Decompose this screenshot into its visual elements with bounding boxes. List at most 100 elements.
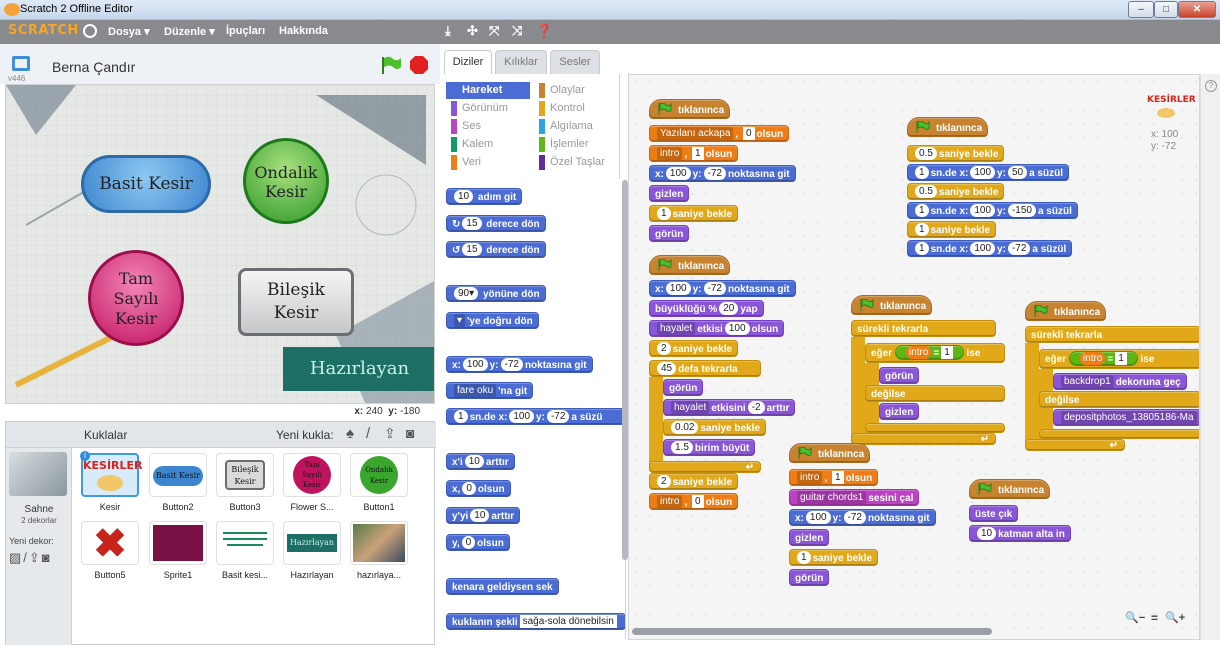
minimize-button[interactable]: –	[1128, 1, 1154, 18]
palette-goto-block[interactable]: fare oku'na git	[446, 382, 534, 399]
category-9[interactable]: Veri	[446, 154, 530, 171]
turn-left-degrees[interactable]: 15	[462, 243, 482, 256]
glide-seconds[interactable]: 1	[915, 242, 929, 255]
switch-backdrop-block[interactable]: depositphotos_13805186-Ma	[1053, 409, 1199, 426]
backdrop-dropdown[interactable]: depositphotos_13805186-Ma	[1061, 411, 1197, 424]
glide-y-value[interactable]: 50	[1007, 166, 1028, 179]
sound-dropdown[interactable]: guitar chords1	[797, 491, 867, 504]
glide-x-value[interactable]: 100	[509, 410, 535, 423]
close-button[interactable]: ✕	[1178, 1, 1216, 18]
zoom-in-button[interactable]: 🔍+	[1165, 612, 1186, 624]
move-steps[interactable]: 10	[454, 190, 474, 203]
hide-block[interactable]: gizlen	[789, 529, 830, 546]
x-value[interactable]: 100	[665, 282, 691, 295]
help-icon[interactable]: ❓	[536, 23, 553, 38]
wait-seconds[interactable]: 0.5	[915, 147, 937, 160]
when-flag-clicked-hat[interactable]: tıklanınca	[649, 255, 731, 275]
when-flag-clicked-hat[interactable]: tıklanınca	[969, 479, 1051, 499]
hide-block[interactable]: gizlen	[879, 403, 920, 420]
zoom-reset-button[interactable]: =	[1151, 611, 1159, 625]
show-block[interactable]: görün	[789, 569, 830, 586]
rotation-style-dropdown[interactable]: sağa-sola dönebilsin	[519, 615, 617, 628]
goto-target-dropdown[interactable]: fare oku	[454, 384, 497, 397]
effect-dropdown[interactable]: hayalet	[657, 322, 696, 335]
scratch-logo[interactable]: SCRATCH	[8, 23, 79, 38]
effect-dropdown[interactable]: hayalet	[671, 401, 710, 414]
when-flag-clicked-hat[interactable]: tıklanınca	[851, 295, 933, 315]
category-2[interactable]: Olaylar	[534, 82, 618, 99]
effect-value[interactable]: 100	[724, 322, 750, 335]
glide-x-value[interactable]: 100	[970, 242, 996, 255]
palette-turn-left-block[interactable]: ↺15 derece dön	[446, 241, 546, 258]
paint-sprite-icon[interactable]: /	[366, 425, 371, 442]
palette-move-block[interactable]: 10 adım git	[446, 188, 523, 205]
hazirlayan-button-art[interactable]: Hazırlayan	[283, 347, 434, 391]
when-flag-clicked-hat[interactable]: tıklanınca	[649, 99, 731, 119]
backdrop-dropdown[interactable]: backdrop1	[1061, 375, 1114, 388]
variable-dropdown[interactable]: intro	[657, 147, 683, 160]
wait-seconds[interactable]: 0.5	[915, 185, 937, 198]
variable-dropdown[interactable]: Yazılanı ackapa	[657, 127, 734, 140]
sprite-tile-button2[interactable]: Basit Kesir Button2	[146, 450, 210, 514]
wait-seconds[interactable]: 1	[915, 223, 929, 236]
tab-costumes[interactable]: Kılıklar	[495, 50, 547, 74]
towards-dropdown[interactable]: ▾	[454, 314, 466, 327]
if-else-block[interactable]: eğer intro=1 ise	[1039, 349, 1199, 369]
wait-seconds[interactable]: 1	[797, 551, 811, 564]
category-6[interactable]: Algılama	[534, 118, 618, 135]
camera-sprite-icon[interactable]: ◙	[406, 425, 415, 441]
menu-tips[interactable]: İpuçları	[226, 25, 266, 37]
sprite-tile-kesir[interactable]: KESİRLER i Kesir	[78, 450, 143, 514]
equals-operator[interactable]: intro=1	[894, 345, 964, 360]
scripts-horizontal-scrollbar[interactable]	[632, 628, 992, 635]
duplicate-icon[interactable]: ⤓	[445, 23, 451, 38]
x-value[interactable]: 100	[805, 511, 831, 524]
menu-about[interactable]: Hakkında	[279, 25, 328, 37]
wait-seconds[interactable]: 1	[657, 207, 671, 220]
glide-seconds[interactable]: 1	[915, 166, 929, 179]
variable-dropdown[interactable]: intro	[797, 471, 823, 484]
size-value[interactable]: 20	[719, 302, 739, 315]
y-value[interactable]: -72	[703, 167, 726, 180]
compare-value[interactable]: 1	[1115, 352, 1127, 365]
glide-x-value[interactable]: 100	[970, 204, 996, 217]
intro-reporter[interactable]: intro	[1079, 352, 1106, 365]
category-1[interactable]: Hareket	[446, 82, 530, 99]
palette-bounce-block[interactable]: kenara geldiysen sek	[446, 578, 559, 595]
wait-seconds[interactable]: 2	[657, 475, 671, 488]
effect-value[interactable]: -2	[747, 401, 765, 414]
y-value[interactable]: -72	[843, 511, 866, 524]
menu-file[interactable]: Dosya ▾	[108, 26, 150, 38]
category-3[interactable]: Görünüm	[446, 100, 530, 117]
new-backdrop-icons[interactable]: ▨/⇪◙	[9, 550, 52, 565]
equals-operator[interactable]: intro=1	[1068, 351, 1138, 366]
project-name[interactable]: Berna Çandır	[52, 59, 136, 75]
intro-reporter[interactable]: intro	[905, 346, 932, 359]
palette-point-towards-block[interactable]: ▾'ye doğru dön	[446, 312, 539, 329]
green-flag-icon[interactable]	[380, 55, 402, 75]
fullscreen-icon[interactable]	[12, 56, 30, 71]
category-4[interactable]: Kontrol	[534, 100, 618, 117]
palette-point-direction-block[interactable]: 90▾ yönüne dön	[446, 285, 546, 302]
glide-y-value[interactable]: -72	[546, 410, 570, 423]
